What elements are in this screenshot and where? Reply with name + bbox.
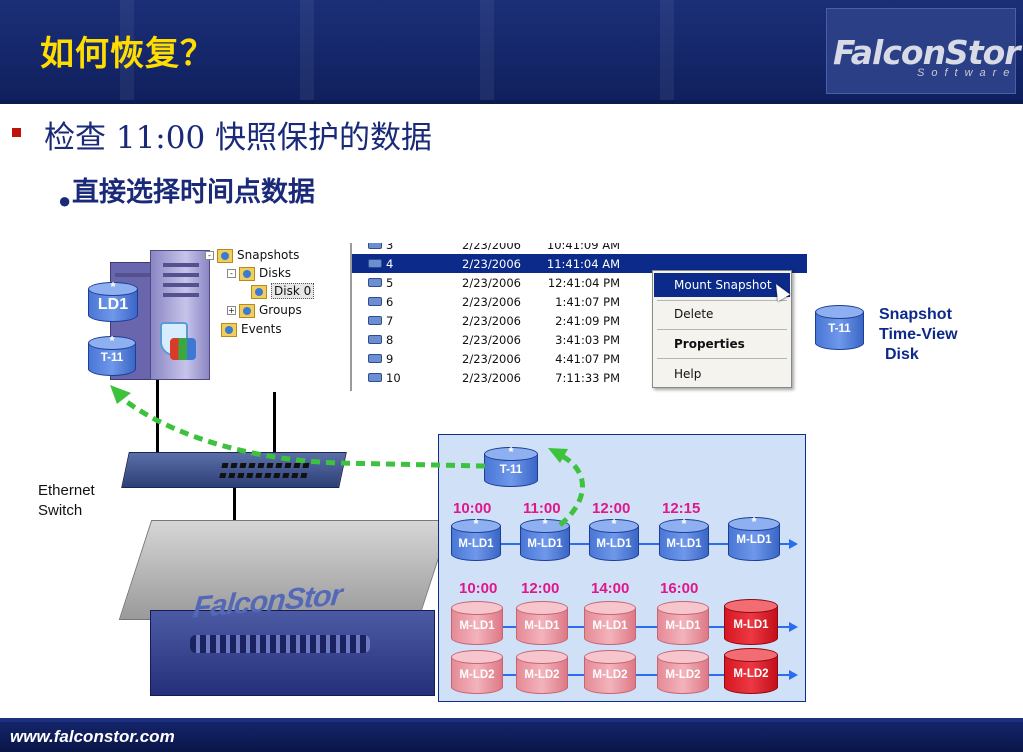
mirror-disk: M-LD1 <box>584 601 636 645</box>
legend-disk-t11: T-11 <box>815 305 864 350</box>
snapshot-disk-current: *M-LD1 <box>728 514 780 561</box>
snapshot-time: 10:00 <box>459 580 498 597</box>
snapshot-time: 11:00 <box>523 500 561 517</box>
bullet-dot-icon: ● <box>58 188 72 213</box>
timeline-row2 <box>499 626 789 628</box>
page-title: 如何恢复？ <box>40 34 215 74</box>
disk-t11: * T-11 <box>88 333 136 376</box>
snapshot-icon <box>368 316 382 325</box>
network-cable <box>156 380 159 452</box>
snapshot-icon <box>368 335 382 344</box>
snapshot-disk: *M-LD1 <box>659 516 709 561</box>
bullet-level2: 直接选择时间点数据 <box>72 177 315 208</box>
ethernet-switch-icon <box>121 452 347 488</box>
snapshot-icon <box>368 354 382 363</box>
mirror-disk: M-LD1 <box>657 601 709 645</box>
timeview-disk-t11: * T-11 <box>484 444 538 487</box>
snapshot-icon <box>368 243 382 249</box>
footer-url[interactable]: www.falconstor.com <box>10 727 175 746</box>
menu-separator <box>657 329 787 330</box>
footer-divider <box>0 718 1023 722</box>
menu-item-properties[interactable]: Properties <box>674 337 745 351</box>
arrow-right-icon <box>789 670 798 680</box>
network-cable <box>233 488 236 524</box>
storage-appliance <box>150 610 435 696</box>
disk-folder-icon <box>239 266 255 281</box>
tree-item-snapshots[interactable]: -Snapshots <box>205 248 299 266</box>
snapshot-time: 12:15 <box>662 500 701 517</box>
mirror-disk: M-LD1 <box>516 601 568 645</box>
arrow-head-icon <box>110 385 131 404</box>
menu-separator <box>657 358 787 359</box>
snapshot-time: 14:00 <box>591 580 630 597</box>
footer-bar: www.falconstor.com <box>0 722 1023 752</box>
falconstor-logo: FalconStor Software <box>826 8 1021 94</box>
timeline-row3 <box>499 674 789 676</box>
server-icon <box>150 250 210 380</box>
group-folder-icon <box>239 303 255 318</box>
snapshot-icon <box>368 259 382 268</box>
menu-item-delete[interactable]: Delete <box>674 307 714 321</box>
tree-item-events[interactable]: Events <box>221 322 282 340</box>
tree-item-disks[interactable]: -Disks <box>227 266 291 284</box>
bullet-square-icon <box>12 128 21 137</box>
appliance-vent <box>190 635 370 653</box>
snapshot-time: 12:00 <box>521 580 560 597</box>
timeline-row1 <box>499 543 789 545</box>
bullet-level1: 检查 11:00 快照保护的数据 <box>44 120 433 156</box>
arrow-right-icon <box>789 622 798 632</box>
snapshot-time: 10:00 <box>453 500 492 517</box>
menu-separator <box>657 300 787 301</box>
data-blocks-icon <box>170 338 196 360</box>
disk-ld1: * LD1 <box>88 279 138 322</box>
snapshot-icon <box>368 278 382 287</box>
mirror-disk: M-LD2 <box>657 650 709 694</box>
context-menu: Mount Snapshot Delete Properties Help <box>652 270 792 388</box>
mirror-disk-current: M-LD1 <box>724 599 778 645</box>
snapshot-disk: *M-LD1 <box>520 516 570 561</box>
snapshot-icon <box>368 297 382 306</box>
menu-item-mount-snapshot[interactable]: Mount Snapshot <box>654 273 790 297</box>
snapshot-icon <box>368 373 382 382</box>
network-cable <box>273 392 276 452</box>
header-bar: 如何恢复？ FalconStor Software <box>0 0 1023 100</box>
snapshot-folder-icon <box>217 248 233 263</box>
header-divider <box>0 100 1023 104</box>
mirror-disk: M-LD2 <box>516 650 568 694</box>
mirror-disk: M-LD2 <box>451 650 503 694</box>
snapshot-disk: *M-LD1 <box>451 516 501 561</box>
snapshot-disk: *M-LD1 <box>589 516 639 561</box>
menu-item-help[interactable]: Help <box>674 367 702 381</box>
timeview-diagram: * T-11 10:00 11:00 12:00 12:15 *M-LD1 *M… <box>438 434 806 702</box>
disk-icon <box>251 284 267 299</box>
snapshot-time: 12:00 <box>592 500 631 517</box>
tree-item-disk0[interactable]: Disk 0 <box>251 283 315 302</box>
mirror-disk: M-LD1 <box>451 601 503 645</box>
mirror-disk: M-LD2 <box>584 650 636 694</box>
events-icon <box>221 322 237 337</box>
snapshot-time: 16:00 <box>660 580 699 597</box>
mirror-disk-current: M-LD2 <box>724 648 778 694</box>
arrow-right-icon <box>789 539 798 549</box>
console-tree: -Snapshots -Disks Disk 0 +Groups Events <box>203 242 331 346</box>
tree-item-groups[interactable]: +Groups <box>227 303 302 318</box>
